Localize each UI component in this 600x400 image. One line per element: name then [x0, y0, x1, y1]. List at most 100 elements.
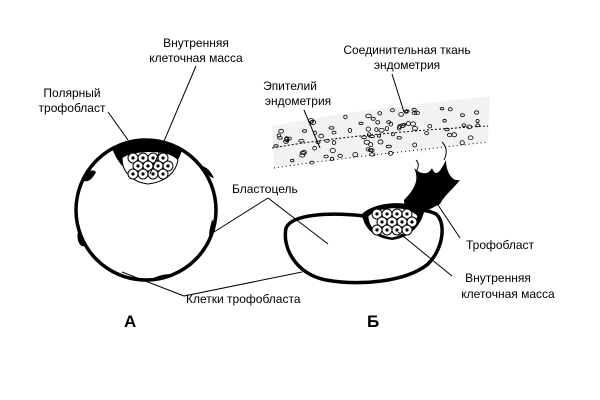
tissue-cell — [358, 121, 364, 126]
trophoblast-cell — [150, 274, 172, 280]
polar-trophoblast-label-line2: трофобласт — [39, 101, 106, 115]
tissue-cell — [374, 127, 379, 133]
cell-nucleus — [141, 156, 145, 160]
tissue-cell — [323, 154, 329, 159]
epithelium-top-edge — [271, 125, 489, 149]
panel-b-label: Б — [367, 312, 379, 331]
tissue-cell — [427, 123, 433, 129]
cell-nucleus — [131, 172, 135, 176]
inner-mass-b-label-line2: клеточная масса — [461, 287, 555, 301]
trophoblast-cells-label: Клетки трофобласта — [186, 292, 301, 306]
cell-nucleus — [161, 172, 165, 176]
tissue-cell — [324, 139, 330, 143]
tissue-cell — [301, 149, 307, 155]
cell-nucleus — [151, 172, 155, 176]
tissue-cell — [461, 123, 466, 128]
polar-trophoblast-label-line1: Полярный — [43, 86, 100, 100]
tissue-cell — [347, 127, 352, 133]
blastocyst-a — [74, 138, 218, 282]
tissue-cell — [343, 114, 348, 120]
tissue-cell — [377, 139, 384, 145]
cell-nucleus — [131, 156, 135, 160]
tissue-cell — [302, 129, 308, 133]
cell-nucleus — [146, 164, 150, 168]
tissue-cell — [401, 122, 407, 127]
tissue-cell — [475, 123, 481, 128]
tissue-cell — [367, 148, 373, 152]
inner-mass-a-label-line1: Внутренняя — [163, 36, 229, 50]
blastocyst-b — [283, 141, 460, 285]
trophoblast-label: Трофобласт — [466, 238, 535, 252]
tissue-cell — [376, 134, 382, 138]
tissue-cell — [290, 158, 295, 163]
epithelium-label-line1: Эпителий — [263, 79, 317, 93]
tissue-cell — [298, 139, 305, 143]
tissue-cell — [331, 140, 337, 145]
tissue-cell — [329, 156, 334, 161]
tissue-cell — [398, 112, 404, 117]
tissue-cell — [329, 148, 336, 154]
epithelium-label-line2: эндометрия — [265, 94, 331, 108]
tissue-cell — [287, 136, 292, 141]
cell-nucleus — [161, 156, 165, 160]
tissue-cell — [378, 128, 385, 133]
tissue-cell — [375, 120, 381, 125]
cell-nucleus — [380, 220, 384, 224]
inner-mass-a-label-line2: клеточная масса — [149, 51, 243, 65]
trophoblast-cell — [82, 170, 96, 182]
cell-nucleus — [166, 164, 170, 168]
connective-tissue-label-line1: Соединительная ткань — [343, 43, 470, 57]
tissue-cell — [474, 110, 480, 115]
trophoblast-cell — [77, 232, 85, 247]
tissue-cell — [384, 126, 389, 132]
tissue-cell — [363, 139, 370, 145]
tissue-cell — [411, 107, 417, 112]
leader-lines — [107, 65, 461, 297]
tissue-cell — [411, 126, 419, 131]
cell-nucleus — [385, 212, 389, 216]
tissue-cell — [377, 111, 383, 116]
cell-nucleus — [410, 220, 414, 224]
tissue-cell — [387, 150, 394, 156]
panel-a-label: А — [124, 312, 136, 331]
inner-cell-mass-a — [121, 151, 179, 185]
tissue-cell — [442, 118, 447, 123]
cell-nucleus — [390, 220, 394, 224]
endometrium-tissue — [271, 96, 490, 169]
tissue-cell — [386, 120, 392, 124]
tissue-cell — [312, 145, 317, 151]
cell-nucleus — [136, 164, 140, 168]
cell-nucleus — [385, 228, 389, 232]
blastocoel-label: Бластоцель — [232, 182, 298, 196]
tissue-cell — [447, 107, 453, 112]
tissue-cell — [414, 110, 420, 116]
labels: Внутренняя клеточная масса Полярный троф… — [39, 36, 555, 331]
inner-mass-b-label-line1: Внутренняя — [465, 271, 531, 285]
tissue-cell — [328, 126, 335, 130]
cell-nucleus — [151, 156, 155, 160]
tissue-cell — [459, 140, 465, 146]
tissue-cell — [352, 152, 359, 158]
inner-cell-mass-b — [367, 207, 419, 239]
blastocyst-b-wall — [283, 207, 444, 285]
tissue-cell — [365, 113, 372, 119]
tissue-cell — [411, 111, 418, 115]
tissue-cell — [390, 108, 395, 113]
tissue-cell — [467, 135, 474, 140]
tissue-cell — [451, 132, 457, 138]
tissue-cell — [337, 153, 343, 158]
cell-nucleus — [405, 212, 409, 216]
tissue-cell — [278, 128, 284, 134]
cell-nucleus — [375, 212, 379, 216]
cell-nucleus — [141, 172, 145, 176]
tissue-cell — [412, 142, 418, 148]
tissue-cell — [460, 113, 465, 117]
tissue-cell — [369, 152, 376, 157]
tissue-cell — [475, 119, 480, 124]
cell-nucleus — [400, 220, 404, 224]
tissue-cell — [405, 121, 411, 127]
tissue-cell — [365, 126, 371, 132]
connective-tissue-label-line2: эндометрия — [374, 58, 440, 72]
trophoblast-cell — [200, 166, 214, 178]
